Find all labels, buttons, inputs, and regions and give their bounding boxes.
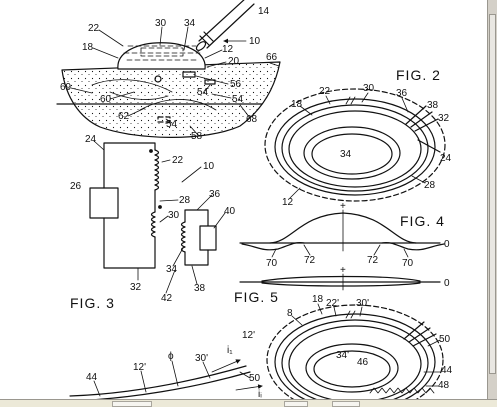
axis-zero-label: 0: [444, 278, 450, 289]
ref-numeral: 24: [85, 134, 97, 145]
figure-2-drawing: [264, 88, 446, 202]
ref-numeral: 32: [130, 282, 142, 293]
figure-6: 18 22' 30' 8 12' 50 34' 46 44 48: [242, 294, 453, 399]
ref-numeral: 72: [367, 255, 379, 266]
vertical-scrollbar[interactable]: [487, 0, 497, 399]
ref-numeral: 36: [396, 88, 408, 99]
ref-numeral: 48: [438, 380, 450, 391]
ref-numeral: 22: [88, 23, 100, 34]
figure-5-plot: [239, 273, 441, 291]
figure-3: FIG. 3 24 26 22 10 28 30 36 40 34 38 32 …: [70, 134, 236, 311]
ref-numeral: 28: [424, 180, 436, 191]
ref-numeral: 58: [191, 131, 203, 142]
ref-numeral: 50: [439, 334, 451, 345]
ref-numeral: 56: [230, 79, 242, 90]
ref-numeral: 14: [258, 6, 270, 17]
ref-numeral: 44: [86, 372, 98, 383]
ref-numeral: 62: [118, 111, 130, 122]
figure-title: FIG. 3: [70, 295, 115, 311]
axis-plus-label: +: [340, 265, 346, 276]
figure-4: FIG. 4 70 72 72 70 0 +: [239, 201, 450, 269]
ref-numeral: 22: [172, 155, 184, 166]
ref-numeral: 54: [197, 87, 209, 98]
figure-4-plot: [239, 209, 445, 258]
ref-numeral: 8: [287, 308, 293, 319]
axis-zero-label: 0: [444, 239, 450, 250]
ref-numeral: 10: [203, 161, 215, 172]
patent-drawing-sheet: 14 10 22 30 34 18 12 20 66 69 60 56 54 5…: [56, 0, 453, 399]
figure-5: FIG. 5 0 +: [234, 265, 450, 305]
figure-6-detail: 44 12' ϕ 30' i₁ 50 iᵢ: [69, 345, 263, 399]
ref-numeral: 12: [222, 44, 234, 55]
figure-title: FIG. 5: [234, 289, 279, 305]
figure-3-circuit: [89, 140, 226, 294]
figure-1: 14 10 22 30 34 18 12 20 66 69 60 56 54 5…: [56, 0, 281, 142]
ref-numeral: 42: [161, 293, 173, 304]
ref-numeral: 24: [440, 153, 452, 164]
ref-numeral: 70: [266, 258, 278, 269]
ref-numeral: 46: [357, 357, 369, 368]
current-label: i₁: [227, 345, 233, 356]
ref-numeral: 18: [82, 42, 94, 53]
ref-numeral: 12': [242, 330, 255, 341]
ref-numeral: 50: [249, 373, 261, 384]
ref-numeral: 54: [232, 94, 244, 105]
bottom-toolbar: [0, 399, 497, 407]
current-label: iᵢ: [258, 389, 262, 399]
ref-numeral: 40: [224, 206, 236, 217]
ref-numeral: 30: [363, 83, 375, 94]
ref-numeral: 20: [228, 56, 240, 67]
ref-numeral: 22': [326, 298, 339, 309]
figure-title: FIG. 4: [400, 213, 445, 229]
ref-numeral: 10: [249, 36, 261, 47]
toolbar-button[interactable]: [332, 401, 360, 407]
ref-numeral: 18: [312, 294, 324, 305]
ref-numeral: 32: [438, 113, 450, 124]
toolbar-button[interactable]: [284, 401, 308, 407]
ref-numeral: 72: [304, 255, 316, 266]
angle-symbol: ϕ: [168, 351, 174, 362]
ref-numeral: 36: [209, 189, 221, 200]
ref-numeral: 34: [340, 149, 352, 160]
ref-numeral: 70: [402, 258, 414, 269]
figure-2: FIG. 2 18 22 30 36 38 32 24 28 34 12: [264, 67, 452, 208]
ref-numeral: 38: [427, 100, 439, 111]
figure-6-drawing: [266, 303, 444, 399]
ref-numeral: 22: [319, 86, 331, 97]
ref-numeral: 60: [100, 94, 112, 105]
ref-numeral: 34: [166, 264, 178, 275]
scrollbar-thumb[interactable]: [489, 14, 496, 374]
ref-numeral: 30: [155, 18, 167, 29]
ref-numeral: 38: [194, 283, 206, 294]
ref-numeral: 28: [179, 195, 191, 206]
ref-numeral: 26: [70, 181, 82, 192]
ref-numeral: 66: [266, 52, 278, 63]
ref-numeral: 12': [133, 362, 146, 373]
figure-6-detail-drawing: [69, 359, 263, 399]
toolbar-button[interactable]: [112, 401, 152, 407]
ref-numeral: 69: [60, 82, 72, 93]
axis-plus-label: +: [340, 201, 346, 212]
figure-title: FIG. 2: [396, 67, 441, 83]
ref-numeral: 68: [246, 114, 258, 125]
ref-numeral: 30': [195, 353, 208, 364]
ref-numeral: 34': [336, 350, 349, 361]
ref-numeral: 12: [282, 197, 294, 208]
ref-numeral: 34: [184, 18, 196, 29]
ref-numeral: 18: [291, 99, 303, 110]
ref-numeral: 44: [441, 365, 453, 376]
ref-numeral: 54: [166, 119, 178, 130]
ref-numeral: 30': [356, 298, 369, 309]
figure-1-drawing: [56, 0, 281, 138]
ref-numeral: 30: [168, 210, 180, 221]
